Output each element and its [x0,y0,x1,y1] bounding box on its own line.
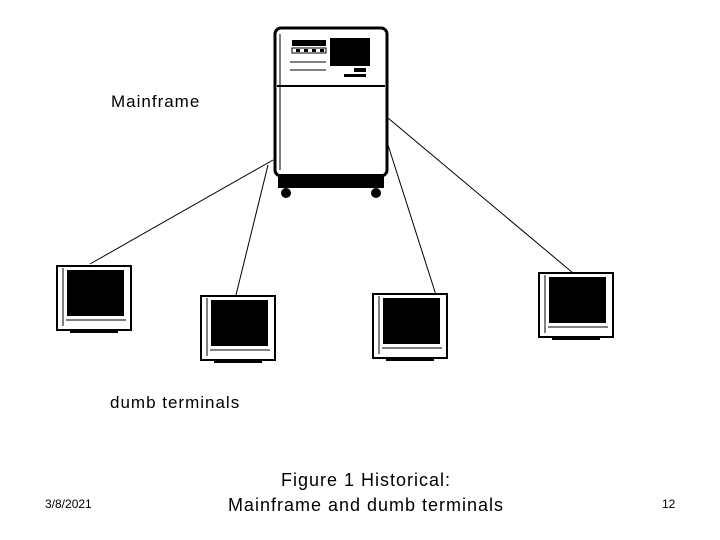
mainframe-label: Mainframe [111,92,201,111]
mainframe-computer-icon [273,26,389,198]
dumb-terminals-label: dumb terminals [110,393,241,412]
slide-date: 3/8/2021 [45,497,92,511]
slide-number: 12 [662,497,676,511]
connection-line-3 [387,144,437,296]
caption-line-2: Mainframe and dumb terminals [227,495,505,515]
figure-caption: Figure 1 Historical: Mainframe and dumb … [210,468,522,518]
caption-line-1: Figure 1 Historical: [280,470,452,490]
connection-line-2 [235,164,269,296]
dumb-terminal-icon-2 [200,295,276,363]
dumb-terminal-icon-1 [56,265,132,333]
connection-line-1 [89,159,274,265]
dumb-terminal-icon-3 [372,293,448,361]
dumb-terminal-icon-4 [538,272,614,340]
connection-line-4 [387,117,574,274]
connection-lines [89,117,574,296]
